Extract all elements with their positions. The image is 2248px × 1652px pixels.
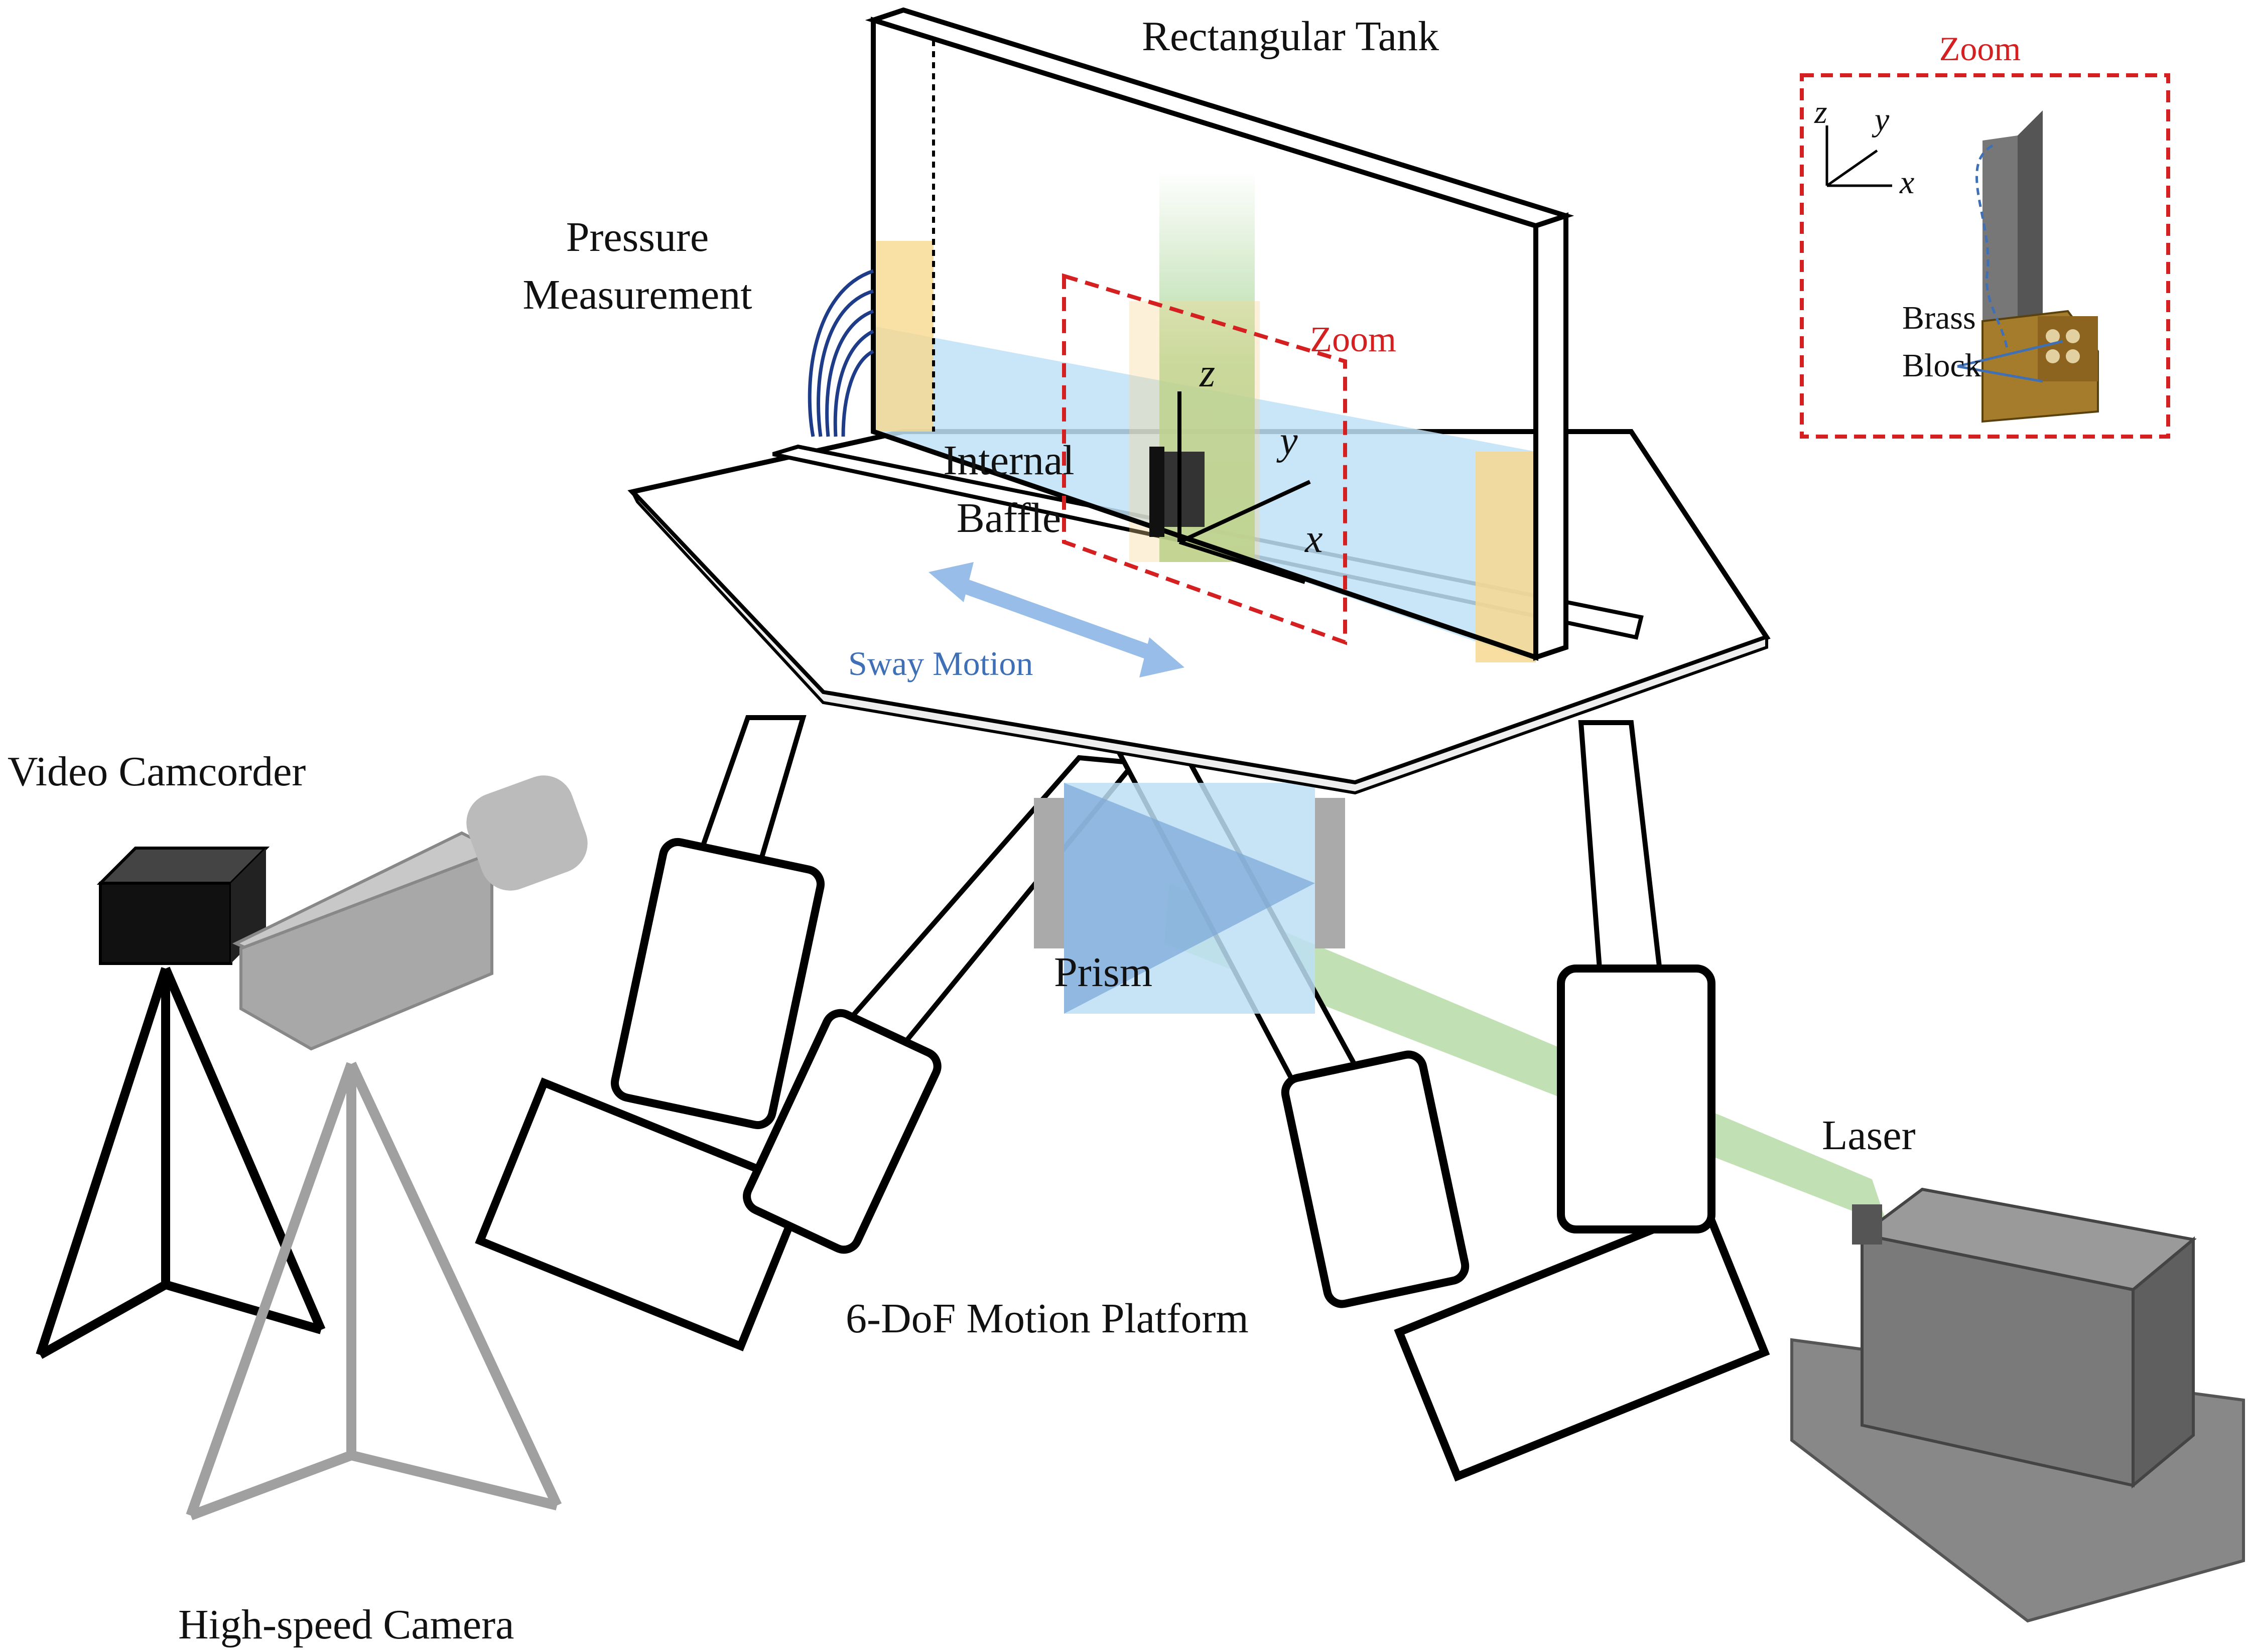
video-camcorder [36,847,326,1359]
label-high-speed-camera: High-speed Camera [178,1601,514,1648]
inset-axis-x: x [1899,164,1914,201]
axis-label-z: z [1199,351,1215,395]
label-6dof-platform: 6-DoF Motion Platform [846,1295,1249,1342]
label-zoom-main: Zoom [1310,319,1396,359]
actuators [475,838,1770,1482]
inset-label-block: Block [1902,347,1981,384]
label-laser: Laser [1822,1112,1916,1159]
internal-baffle [1149,447,1164,537]
inset-axes [1825,125,1892,187]
prism [1034,783,1345,1014]
rectangular-tank [865,7,1574,662]
high-speed-camera [186,775,588,1521]
zoom-region-box [1062,273,1347,645]
axis-label-x: x [1304,517,1323,561]
inset-baffle [2018,110,2043,381]
pressure-cables [808,269,874,437]
label-internal: Internal [943,437,1074,484]
inset-title-zoom: Zoom [1939,30,2021,68]
label-pressure-line1: Pressure [566,214,709,260]
inset-axis-y: y [1872,101,1890,138]
main-axes [1177,391,1311,584]
pressure-sensor-strip-left [873,241,934,432]
inset-axis-z: z [1814,94,1827,130]
axis-label-y: y [1276,419,1298,463]
label-rectangular-tank: Rectangular Tank [1142,13,1439,60]
label-sway-motion: Sway Motion [848,644,1033,682]
label-video-camcorder: Video Camcorder [8,748,306,795]
label-pressure-line2: Measurement [522,271,752,318]
zoom-inset [1800,73,2170,439]
sway-arrow [929,562,1184,677]
inset-label-brass: Brass [1902,300,1976,336]
label-baffle: Baffle [957,495,1061,541]
label-prism: Prism [1054,949,1152,996]
pressure-sensor-strip-right [1476,452,1536,662]
laser-device [1790,1187,2245,1623]
